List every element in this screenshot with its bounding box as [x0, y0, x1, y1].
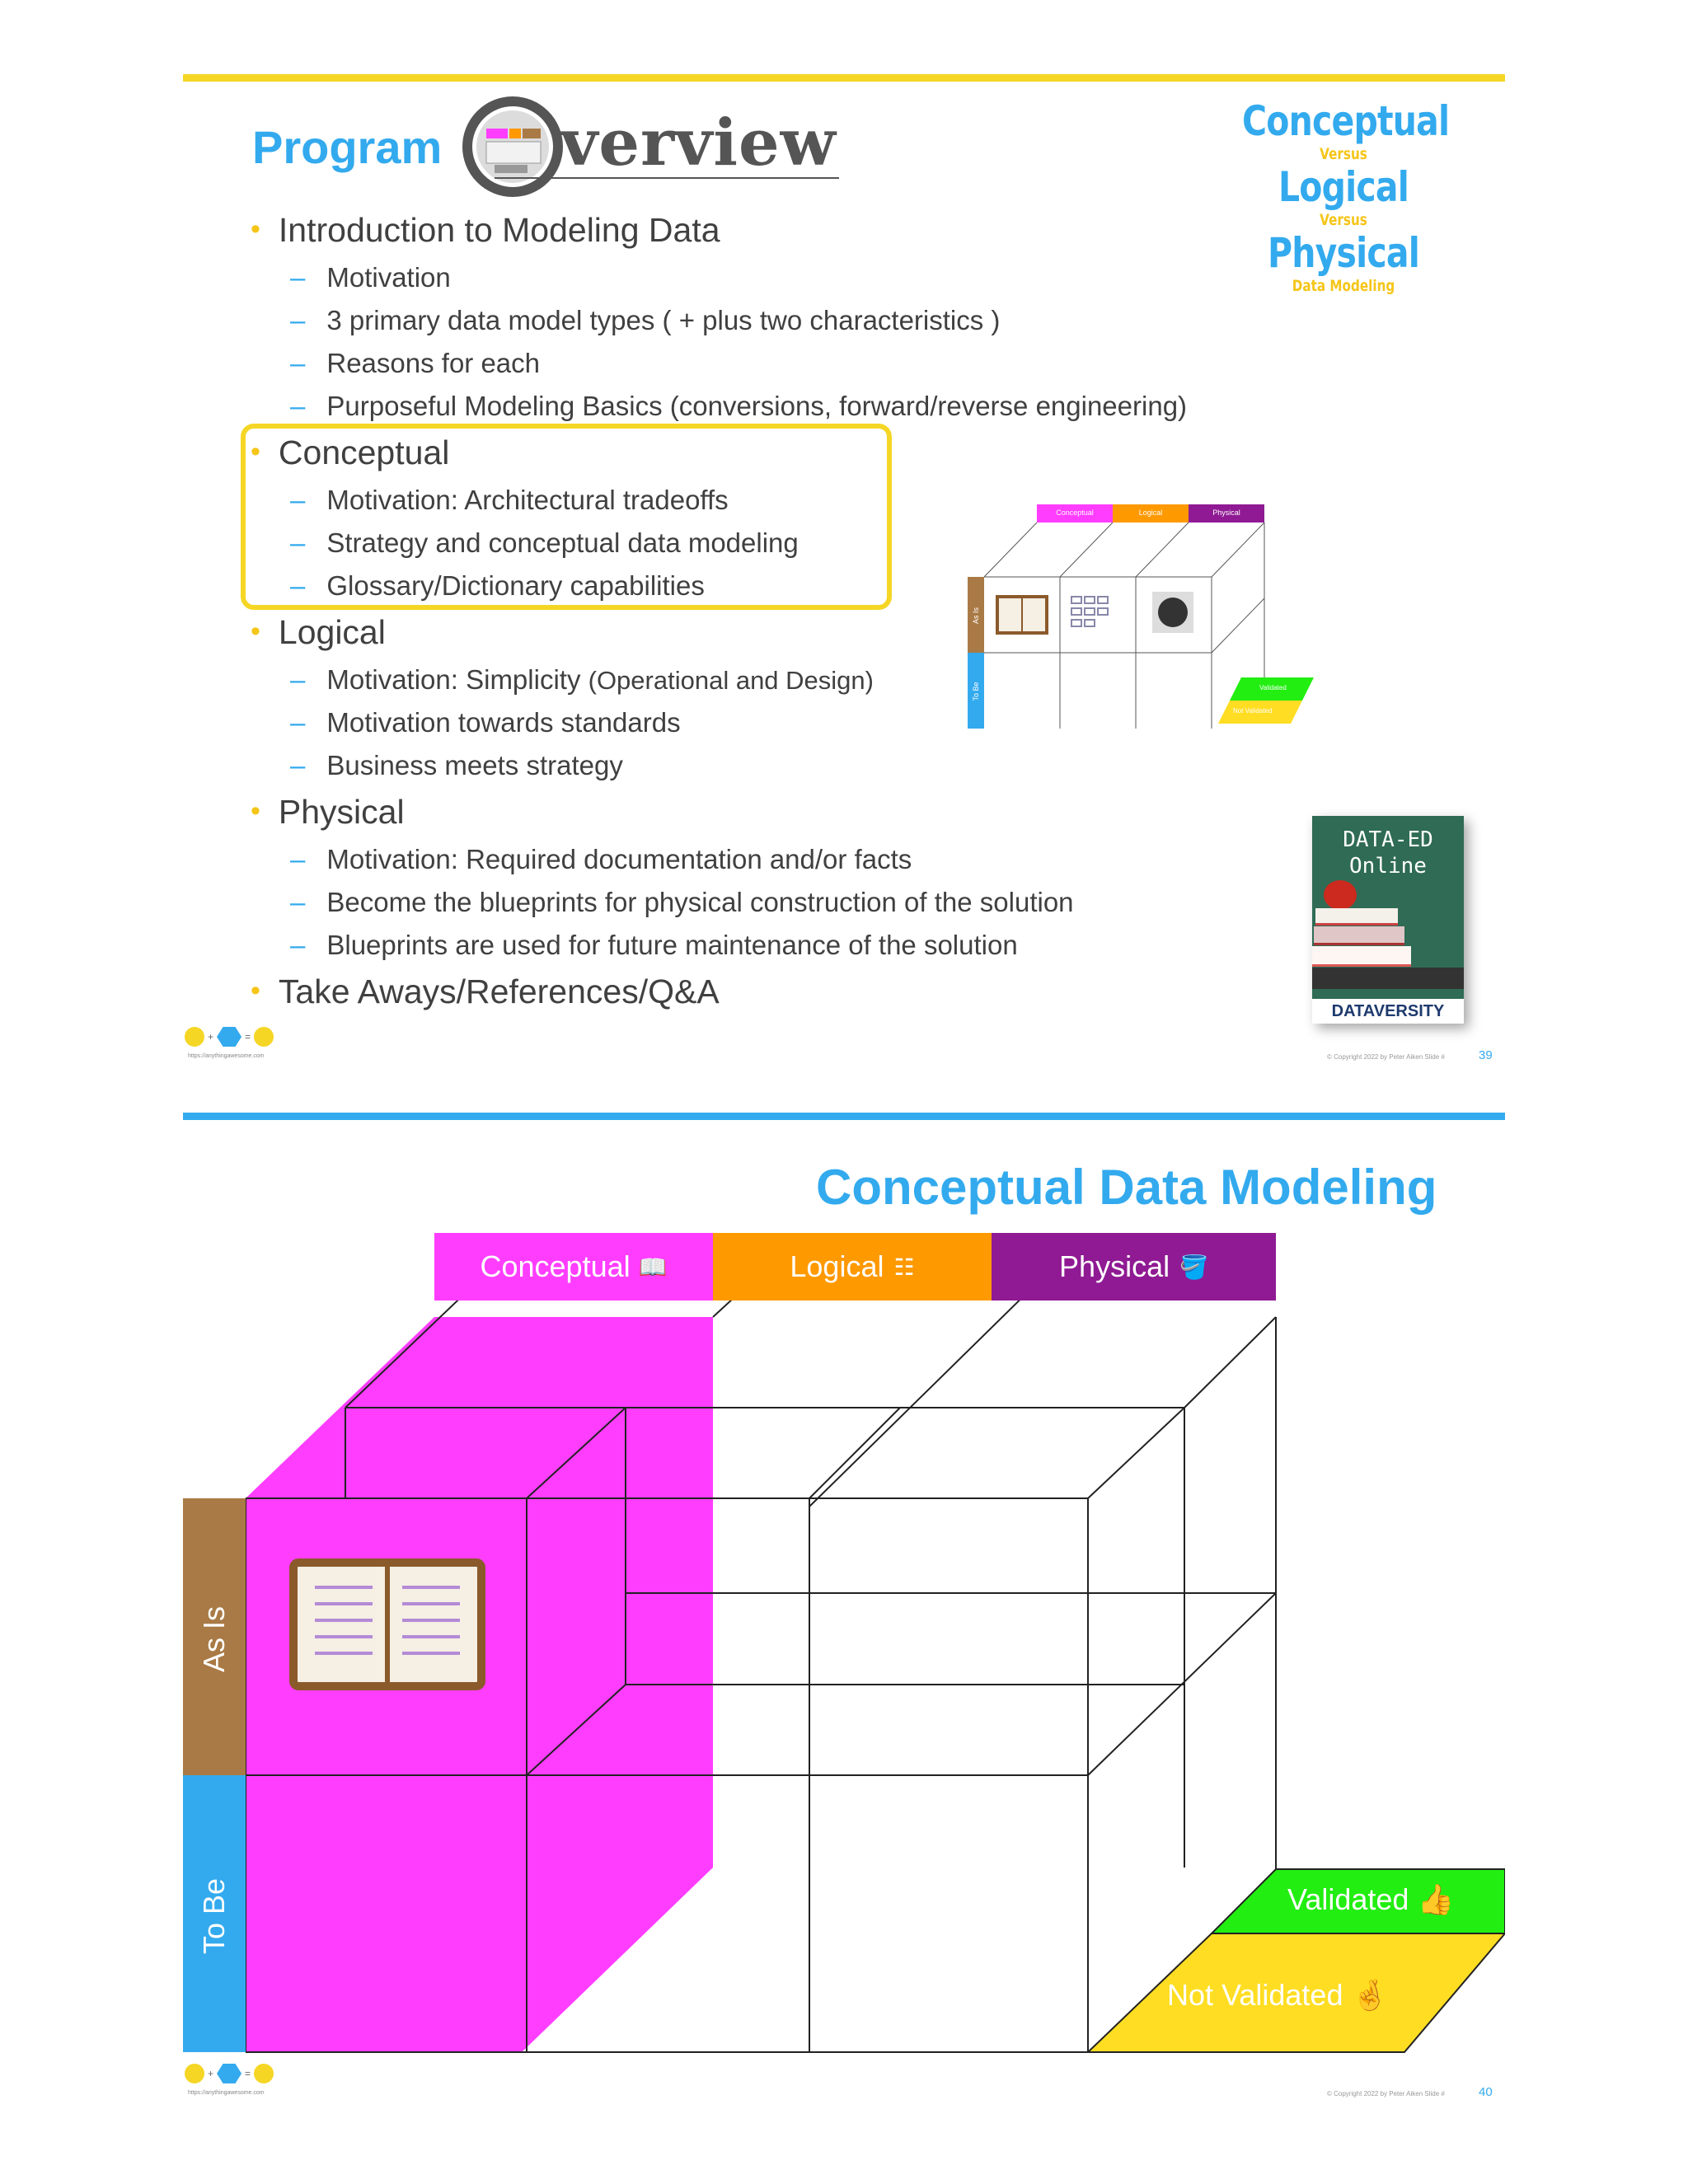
book-promo-line1: DATA-ED	[1343, 827, 1433, 852]
apple-icon	[1324, 880, 1357, 910]
tab-physical: Physical🪣	[992, 1233, 1276, 1301]
cvlp-conceptual: Conceptual	[1242, 97, 1450, 145]
cvlp-wordart: Conceptual Versus Logical Versus Physica…	[1220, 97, 1467, 295]
outline-section-4: •Physical	[251, 793, 405, 831]
cvlp-versus-2: Versus	[1320, 211, 1367, 229]
data-ed-book-image: DATA-ED Online DATAVERSITY	[1312, 816, 1464, 1024]
slide39-title-program: Program	[252, 121, 443, 173]
cube-diagram: Conceptual📖 Logical☷ Physical🪣 As Is To …	[183, 1233, 1505, 2054]
open-book-icon: 📖	[638, 1254, 668, 1280]
thumb-row-to-be: To Be	[972, 682, 980, 701]
outline-item: –Reasons for each	[290, 348, 541, 378]
footer-copyright-40: © Copyright 2022 by Peter Aiken Slide #	[1327, 2090, 1445, 2097]
cvlp-versus-1: Versus	[1320, 145, 1367, 163]
outline-item: –Business meets strategy	[290, 750, 623, 780]
outline-item: –Strategy and conceptual data modeling	[290, 527, 799, 558]
footer-url-39[interactable]: https://anythingawesome.com	[188, 1053, 265, 1059]
thumb-flag-not-validated: Not Validated	[1233, 707, 1273, 715]
thumb-tab-physical: Physical	[1212, 509, 1240, 517]
trash-icon	[185, 2064, 204, 2083]
outline-section-2: •Conceptual	[251, 434, 450, 471]
trash-icon	[254, 1027, 274, 1047]
row-to-be: To Be	[183, 1775, 246, 2052]
outline-item: –Motivation	[290, 262, 451, 293]
footer-slide-number-39: 39	[1479, 1048, 1493, 1062]
outline-item: –Motivation towards standards	[290, 707, 681, 738]
tab-conceptual: Conceptual📖	[434, 1233, 713, 1301]
outline-section-5: •Take Aways/References/Q&A	[251, 972, 720, 1010]
glossary-book-icon	[289, 1558, 485, 1690]
slide40-title: Conceptual Data Modeling	[816, 1160, 1437, 1215]
list-grid-icon: ☷	[893, 1254, 915, 1280]
outline-item: –Blueprints are used for future maintena…	[290, 930, 1018, 960]
tab-logical: Logical☷	[713, 1233, 992, 1301]
outline-section-1: •Introduction to Modeling Data	[251, 211, 720, 249]
outline-section-3: •Logical	[251, 613, 386, 651]
row-as-is: As Is	[183, 1498, 246, 1775]
flag-validated: Validated 👍	[1287, 1882, 1455, 1916]
trash-icon	[185, 1027, 204, 1047]
thumb-tab-logical: Logical	[1138, 509, 1163, 517]
hexagon-icon	[217, 2064, 242, 2083]
title-underline	[495, 177, 839, 179]
cvlp-tag: Data Modeling	[1292, 277, 1395, 295]
cvlp-physical: Physical	[1268, 229, 1420, 277]
book-promo-brand: DATAVERSITY	[1312, 999, 1464, 1024]
trash-icon	[254, 2064, 274, 2083]
footer-slide-number-40: 40	[1479, 2085, 1493, 2099]
cube-thumbnail: Conceptual Logical Physical As Is To Be …	[968, 504, 1322, 729]
slide39-top-rule	[183, 74, 1505, 82]
footer-logo-40: + =	[185, 2064, 274, 2083]
outline-item: –Purposeful Modeling Basics (conversions…	[290, 391, 1188, 421]
outline-item: –3 primary data model types ( + plus two…	[290, 305, 1001, 335]
conceptual-highlight-box	[241, 424, 892, 610]
flag-not-validated: Not Validated 🤞	[1167, 1978, 1389, 2012]
outline-item: –Become the blueprints for physical cons…	[290, 887, 1074, 917]
outline-item: –Motivation: Required documentation and/…	[290, 844, 912, 874]
cvlp-logical: Logical	[1278, 163, 1409, 211]
book-stack	[1312, 908, 1464, 991]
thumb-row-as-is: As Is	[972, 607, 980, 625]
outline-item: –Motivation: Simplicity (Operational and…	[290, 664, 874, 695]
thumbs-up-icon: 👍	[1417, 1882, 1455, 1916]
slide40-top-rule	[183, 1113, 1505, 1120]
footer-logo-39: + =	[185, 1027, 274, 1047]
footer-url-40[interactable]: https://anythingawesome.com	[188, 2090, 265, 2096]
book-promo-line2: Online	[1349, 854, 1427, 879]
bucket-icon: 🪣	[1179, 1254, 1208, 1280]
thumb-tab-conceptual: Conceptual	[1056, 509, 1094, 517]
overview-o-graphic	[462, 96, 564, 198]
footer-copyright-39: © Copyright 2022 by Peter Aiken Slide #	[1327, 1053, 1445, 1061]
outline-item: –Motivation: Architectural tradeoffs	[290, 485, 729, 515]
hexagon-icon	[217, 1027, 242, 1047]
crossed-fingers-icon: 🤞	[1351, 1978, 1389, 2012]
outline-item: –Glossary/Dictionary capabilities	[290, 570, 705, 601]
slide39-title-overview: verview	[560, 105, 837, 180]
thumb-flag-validated: Validated	[1259, 684, 1287, 691]
